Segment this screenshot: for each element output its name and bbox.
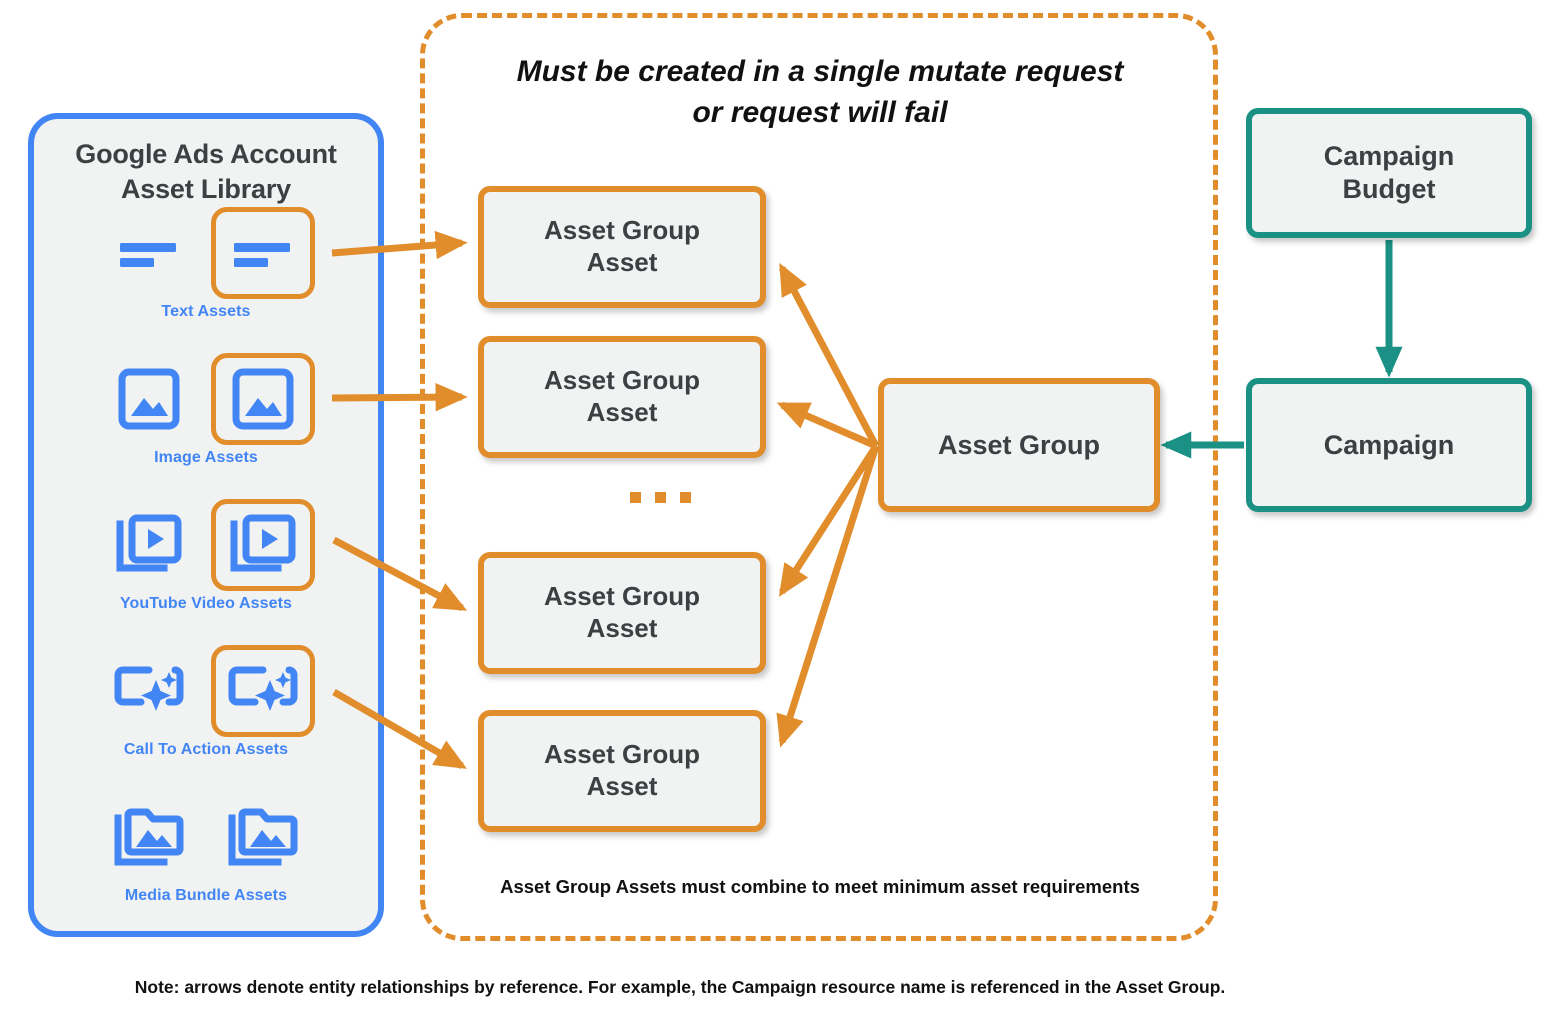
image-icon [97, 353, 201, 445]
library-title: Google Ads Account Asset Library [34, 137, 378, 206]
asset-caption-image: Image Assets [154, 449, 258, 466]
media-bundle-icon-secondary [211, 791, 315, 883]
mutate-request-container [420, 13, 1218, 941]
aga-3-line-1: Asset Group [543, 581, 701, 612]
asset-group-asset-label-2: Asset Group Asset [544, 365, 700, 428]
asset-group-asset-label-3: Asset Group Asset [544, 581, 700, 644]
mutate-request-footnote: Asset Group Assets must combine to meet … [500, 876, 1140, 897]
aga-4-line-1: Asset Group [543, 739, 701, 770]
asset-group-asset-label-1: Asset Group Asset [544, 215, 700, 278]
media-bundle-icon [97, 791, 201, 883]
campaign-budget-label: Campaign Budget [1324, 140, 1455, 206]
text-lines-icon [97, 207, 201, 299]
asset-group-asset-node-3[interactable]: Asset Group Asset [478, 552, 766, 674]
call-to-action-icon-highlighted[interactable] [211, 645, 315, 737]
aga-4-line-2: Asset [586, 771, 658, 801]
asset-group-asset-node-4[interactable]: Asset Group Asset [478, 710, 766, 832]
aga-2-line-1: Asset Group [543, 365, 701, 396]
image-icon-highlighted[interactable] [211, 353, 315, 445]
library-title-line-1: Google Ads Account [75, 139, 337, 169]
asset-row-text: Text Assets [34, 205, 378, 321]
video-stack-icon [97, 499, 201, 591]
campaign-label: Campaign [1323, 429, 1455, 460]
aga-1-line-1: Asset Group [543, 215, 701, 246]
ellipsis-indicator [630, 492, 691, 503]
asset-group-asset-node-1[interactable]: Asset Group Asset [478, 186, 766, 308]
video-stack-icon-highlighted[interactable] [211, 499, 315, 591]
asset-caption-cta: Call To Action Assets [123, 741, 289, 758]
campaign-node[interactable]: Campaign [1246, 378, 1532, 512]
asset-row-video: YouTube Video Assets [34, 497, 378, 613]
asset-group-label: Asset Group [937, 429, 1101, 460]
asset-row-cta: Call To Action Assets [34, 643, 378, 759]
text-lines-icon-highlighted[interactable] [211, 207, 315, 299]
footer-note: Note: arrows denote entity relationships… [134, 977, 1226, 997]
mutate-heading-line-1: Must be created in a single mutate reque… [516, 55, 1124, 88]
asset-group-asset-label-4: Asset Group Asset [544, 739, 700, 802]
video-asset-icon-pair [34, 497, 378, 593]
asset-caption-text: Text Assets [161, 303, 251, 320]
ellipsis-dot-3 [680, 492, 691, 503]
campaign-budget-line-1: Campaign [1323, 141, 1455, 172]
image-asset-icon-pair [34, 351, 378, 447]
mutate-request-heading: Must be created in a single mutate reque… [440, 52, 1200, 134]
media-bundle-icon-pair [34, 789, 378, 885]
ellipsis-dot-2 [655, 492, 666, 503]
library-title-line-2: Asset Library [121, 173, 291, 204]
ellipsis-dot-1 [630, 492, 641, 503]
text-asset-icon-pair [34, 205, 378, 301]
aga-2-line-2: Asset [586, 397, 658, 427]
mutate-heading-line-2: or request will fail [692, 95, 948, 129]
google-ads-asset-library-panel: Google Ads Account Asset Library [28, 113, 384, 937]
asset-row-media-bundle: Media Bundle Assets [34, 789, 378, 905]
aga-3-line-2: Asset [586, 613, 658, 643]
asset-group-node[interactable]: Asset Group [878, 378, 1160, 512]
campaign-budget-node[interactable]: Campaign Budget [1246, 108, 1532, 238]
cta-asset-icon-pair [34, 643, 378, 739]
asset-caption-media-bundle: Media Bundle Assets [124, 887, 288, 904]
asset-row-image: Image Assets [34, 351, 378, 467]
aga-1-line-2: Asset [586, 247, 658, 277]
asset-caption-video: YouTube Video Assets [119, 595, 293, 612]
campaign-budget-line-2: Budget [1342, 174, 1436, 204]
call-to-action-icon [97, 645, 201, 737]
asset-group-asset-node-2[interactable]: Asset Group Asset [478, 336, 766, 458]
